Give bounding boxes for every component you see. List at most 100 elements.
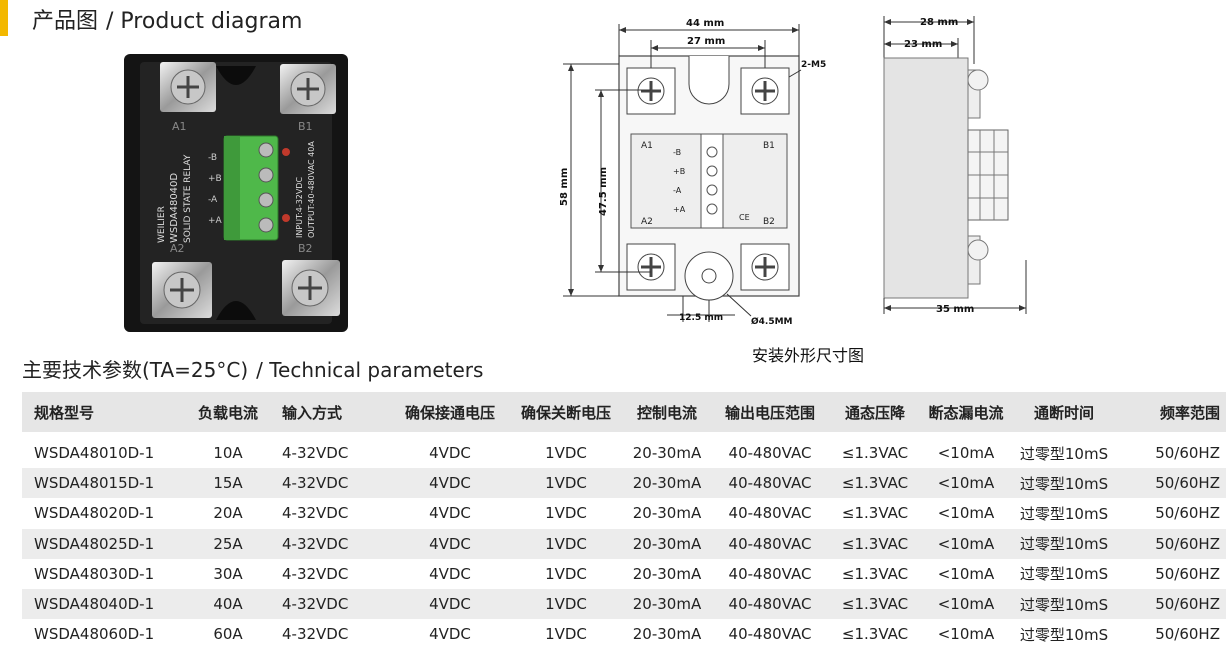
cell-turn-on-voltage: 4VDC [429,564,471,583]
cell-control-current: 20-30mA [624,528,710,559]
led-indicator-2 [282,214,290,222]
header-turn-on-voltage: 确保接通电压 [392,392,508,432]
params-heading-cn: 主要技术参数(TA=25°C) [22,358,249,382]
cell-input-type: 4-32VDC [274,588,392,620]
dim-12-label: 12.5 mm [679,313,723,323]
cell-control-current: 20-30mA [632,564,702,583]
cell-control-current: 20-30mA [632,504,702,523]
photo-model: WSDA48040D [169,173,180,243]
dim-44-label: 44 mm [686,18,724,29]
cell-switch-time: 过零型10mS [1012,468,1116,499]
screw-a2-icon [626,243,676,291]
cell-off-leakage: <10mA [920,528,1012,559]
side-screw-bottom-icon [967,239,989,261]
cell-switch-time: 过零型10mS [1019,504,1109,523]
cell-input-type: 4-32VDC [282,504,349,523]
photo-output-spec: OUTPUT:40-480VAC 40A [307,141,316,238]
side-screw-top-icon [967,69,989,91]
cell-off-leakage: <10mA [937,625,995,644]
cell-input-type: 4-32VDC [274,468,392,499]
photo-label-a1: A1 [172,120,187,133]
cell-on-state-drop: ≤1.3VAC [830,588,920,620]
cell-control-current: 20-30mA [632,625,702,644]
photo-ctrl-a-minus: -A [208,195,218,205]
cell-turn-off-voltage: 1VDC [545,625,587,644]
cell-load-current: 60A [213,625,243,644]
header-frequency: 频率范围 [1116,392,1226,432]
cell-input-type: 4-32VDC [282,444,349,463]
cell-switch-time: 过零型10mS [1019,444,1109,463]
mounting-drawing-caption: 安装外形尺寸图 [752,346,865,365]
cell-output-voltage: 40-480VAC [710,528,830,559]
cell-off-leakage: <10mA [937,444,995,463]
cell-turn-off-voltage: 1VDC [545,504,587,523]
photo-ctrl-b-plus: +B [208,174,222,184]
side-housing [883,57,969,299]
dim-47-label: 47.5 mm [598,167,609,216]
photo-brand: WEILIER [157,206,167,243]
cell-frequency: 50/60HZ [1116,528,1226,559]
control-terminal-strip [700,133,724,229]
screw-a1-icon [626,67,676,115]
cell-input-type: 4-32VDC [274,528,392,559]
cell-switch-time: 过零型10mS [1019,565,1109,584]
mounting-slot-top [688,56,730,105]
cell-on-state-drop: ≤1.3VAC [841,504,909,523]
cell-control-current: 20-30mA [624,588,710,620]
photo-label-b1: B1 [298,120,313,133]
technical-parameters-heading: 主要技术参数(TA=25°C)/ Technical parameters [22,354,483,383]
cell-load-current: 40A [182,588,274,620]
cell-model: WSDA48025D-1 [22,528,182,559]
cell-off-leakage: <10mA [920,588,1012,620]
header-switch-time: 通断时间 [1012,392,1116,432]
cell-turn-on-voltage: 4VDC [392,588,508,620]
cell-output-voltage: 40-480VAC [728,444,812,463]
green-control-terminal-block [223,135,279,241]
cell-turn-off-voltage: 1VDC [545,564,587,583]
cell-turn-off-voltage: 1VDC [545,444,587,463]
cell-switch-time: 过零型10mS [1012,528,1116,559]
cell-frequency: 50/60HZ [1155,504,1220,523]
drawing-label-b2: B2 [763,217,775,227]
cell-off-leakage: <10mA [937,564,995,583]
drawing-label-a1: A1 [641,141,653,151]
photo-ctrl-a-plus: +A [208,216,223,226]
cell-on-state-drop: ≤1.3VAC [841,564,909,583]
terminal-b2 [282,260,340,316]
dim-23-label: 23 mm [904,39,942,50]
screw-b1-icon [740,67,790,115]
drawing-ctrl-a-plus: +A [673,205,686,214]
cell-on-state-drop: ≤1.3VAC [841,444,909,463]
photo-label-a2: A2 [170,242,185,255]
led-indicator-1 [282,148,290,156]
cell-model: WSDA48010D-1 [34,444,155,463]
cell-switch-time: 过零型10mS [1019,625,1109,644]
cell-turn-off-voltage: 1VDC [508,588,624,620]
cell-model: WSDA48020D-1 [34,504,155,523]
cell-turn-off-voltage: 1VDC [508,468,624,499]
accent-bar [0,0,8,36]
cell-output-voltage: 40-480VAC [710,468,830,499]
terminal-a1 [160,62,216,112]
dim-58-label: 58 mm [559,168,570,206]
dim-27-label: 27 mm [687,36,725,47]
cell-turn-off-voltage: 1VDC [508,528,624,559]
drawing-ctrl-b-minus: -B [673,148,681,157]
cell-model: WSDA48040D-1 [22,588,182,620]
header-on-state-drop: 通态压降 [830,392,920,432]
table-header-row: 规格型号 负载电流 输入方式 确保接通电压 确保关断电压 控制电流 输出电压范围… [22,392,1226,432]
cell-turn-on-voltage: 4VDC [429,444,471,463]
cell-output-voltage: 40-480VAC [710,588,830,620]
cell-frequency: 50/60HZ [1116,588,1226,620]
cell-control-current: 20-30mA [624,468,710,499]
header-model: 规格型号 [22,392,182,432]
photo-ctrl-b-minus: -B [208,153,217,163]
cell-frequency: 50/60HZ [1155,625,1220,644]
drawing-ctrl-b-plus: +B [673,167,685,176]
